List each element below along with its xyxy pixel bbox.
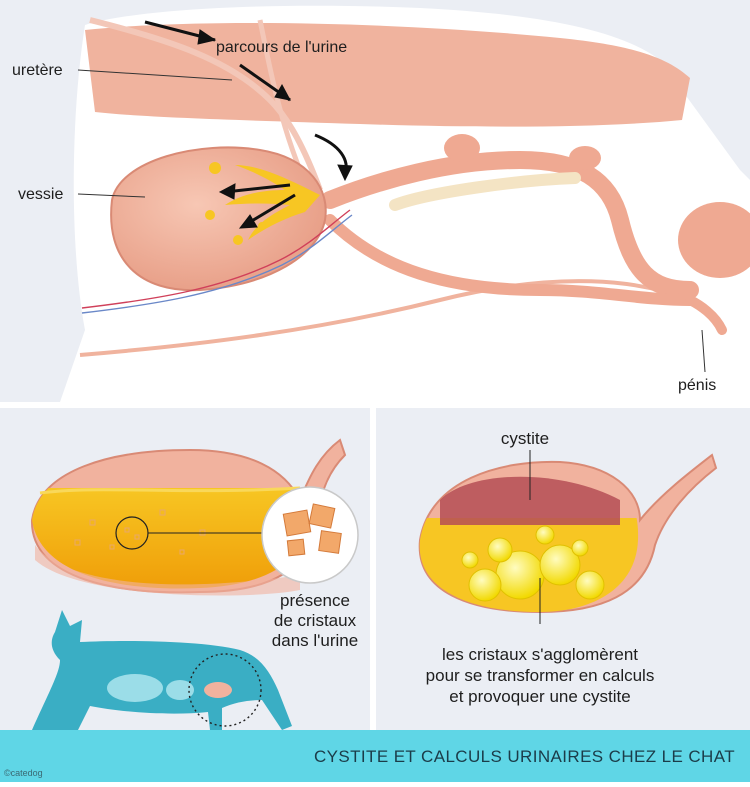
artery: [81, 209, 351, 309]
credit: ©catedog: [4, 768, 43, 778]
crystals: [282, 503, 342, 557]
cat-silhouette: [32, 610, 292, 730]
bladder: [110, 146, 327, 292]
ureter-label: uretère: [12, 62, 63, 79]
urethra: [321, 150, 699, 299]
ureter-path: [89, 17, 323, 192]
cat-bladder: [204, 682, 232, 698]
bladder-label: vessie: [18, 186, 63, 203]
top-panel: parcours de l'urine uretère vessie pénis: [0, 0, 750, 402]
penis-leader-line: [701, 329, 706, 373]
gland: [569, 146, 601, 170]
footer-band: [0, 730, 750, 782]
urine-path-arrows: [144, 20, 353, 229]
cystitis-label: cystite: [501, 429, 549, 448]
penis-tip: [685, 295, 727, 335]
colon: [85, 23, 690, 127]
stones-caption-line-2: pour se transformer en calculs: [426, 666, 655, 685]
penis-label: pénis: [678, 377, 716, 394]
urine-splash: [205, 162, 320, 245]
stones: [461, 525, 605, 602]
footer: CYSTITE ET CALCULS URINAIRES CHEZ LE CHA…: [0, 730, 750, 782]
crystal-caption-line-3: dans l'urine: [272, 631, 358, 650]
bladder-leader-line: [77, 193, 146, 198]
cat-organ: [166, 680, 194, 700]
cat-body: [32, 610, 292, 730]
inflamed-wall: [440, 476, 620, 525]
urine-path-label: parcours de l'urine: [216, 39, 347, 56]
vein: [81, 214, 353, 314]
body-outline: [79, 279, 691, 357]
gland: [444, 134, 480, 162]
urethra-lower: [324, 214, 696, 306]
bottom-left-panel: présence de cristaux dans l'urine: [0, 408, 370, 730]
magnified-view: [261, 486, 359, 584]
cat-organ: [107, 674, 163, 702]
stones-caption-line-1: les cristaux s'agglomèrent: [442, 645, 638, 664]
stones-caption-line-3: et provoquer une cystite: [449, 687, 630, 706]
bottom-right-panel: cystite les cristaux s'agglomèrent pour …: [376, 408, 750, 730]
bladder-wall: [35, 545, 300, 596]
divider: [0, 402, 750, 408]
pelvic-bone: [389, 172, 581, 211]
urine-surface: [39, 486, 301, 495]
crystal-caption-line-1: présence: [280, 591, 350, 610]
cat-zoom-ring: [188, 653, 262, 727]
ureter-leader-line: [77, 69, 233, 81]
footer-title: CYSTITE ET CALCULS URINAIRES CHEZ LE CHA…: [314, 747, 735, 766]
crystal-caption-line-2: de cristaux: [274, 611, 357, 630]
glans: [678, 202, 750, 278]
